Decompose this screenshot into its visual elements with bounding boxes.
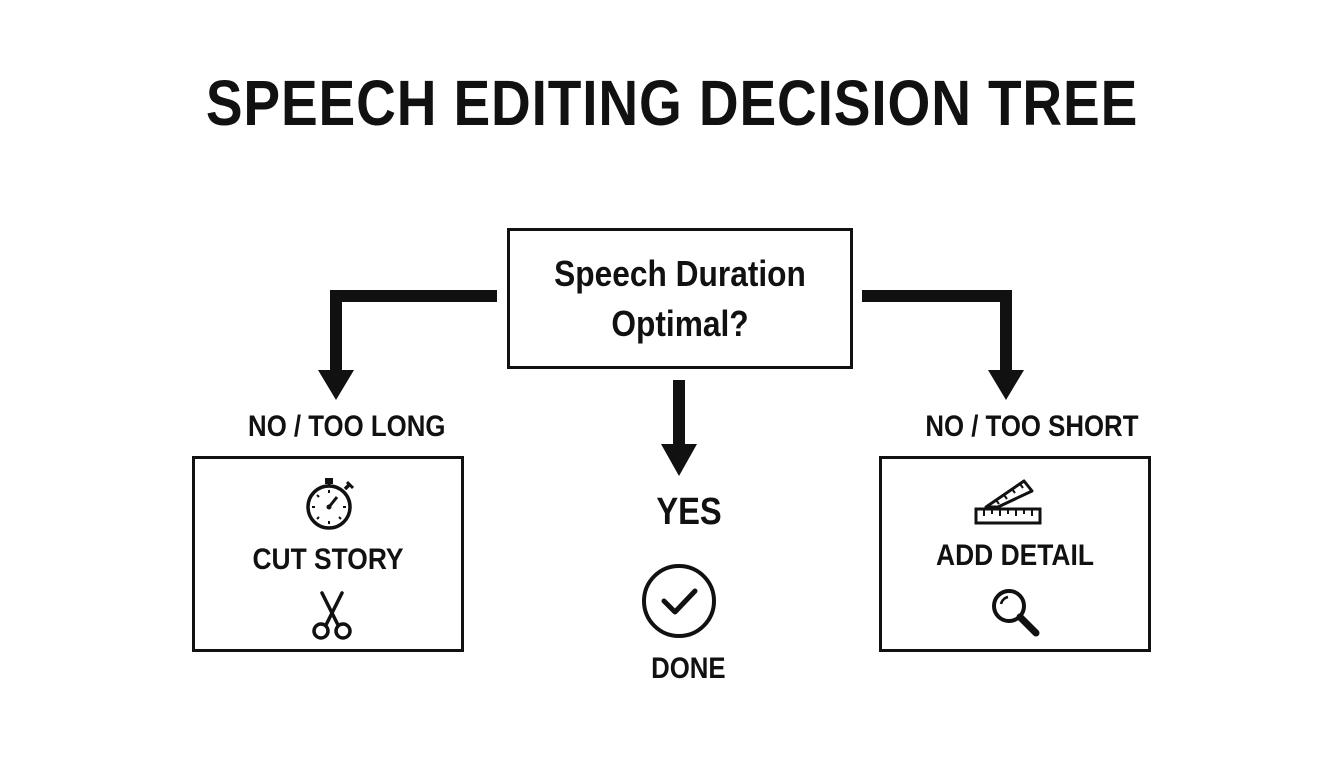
arrow-to-yes: [661, 380, 697, 476]
scissors-icon: [312, 591, 352, 640]
action-box-add-detail: ADD DETAIL: [879, 456, 1151, 652]
decision-box: Speech Duration Optimal?: [507, 228, 853, 369]
page-title: SPEECH EDITING DECISION TREE: [205, 67, 1139, 139]
check-circle-icon: [642, 564, 716, 638]
arrow-to-too-short: [862, 290, 1024, 400]
ruler-icon: [974, 479, 1042, 525]
action-box-cut-story: CUT STORY: [192, 456, 464, 652]
arrow-to-too-long: [318, 290, 497, 400]
decision-question-line-1: Speech Duration: [554, 252, 806, 294]
stopwatch-icon: [306, 478, 355, 530]
branch-label-too-short: NO / TOO SHORT: [925, 410, 1139, 443]
decision-question-line-2: Optimal?: [611, 302, 749, 344]
action-label-add-detail: ADD DETAIL: [936, 539, 1094, 572]
magnifier-icon: [992, 589, 1040, 637]
action-label-cut-story: CUT STORY: [252, 543, 404, 576]
branch-label-too-long: NO / TOO LONG: [248, 410, 446, 443]
branch-label-yes: YES: [656, 491, 722, 533]
result-label-done: DONE: [651, 652, 726, 685]
